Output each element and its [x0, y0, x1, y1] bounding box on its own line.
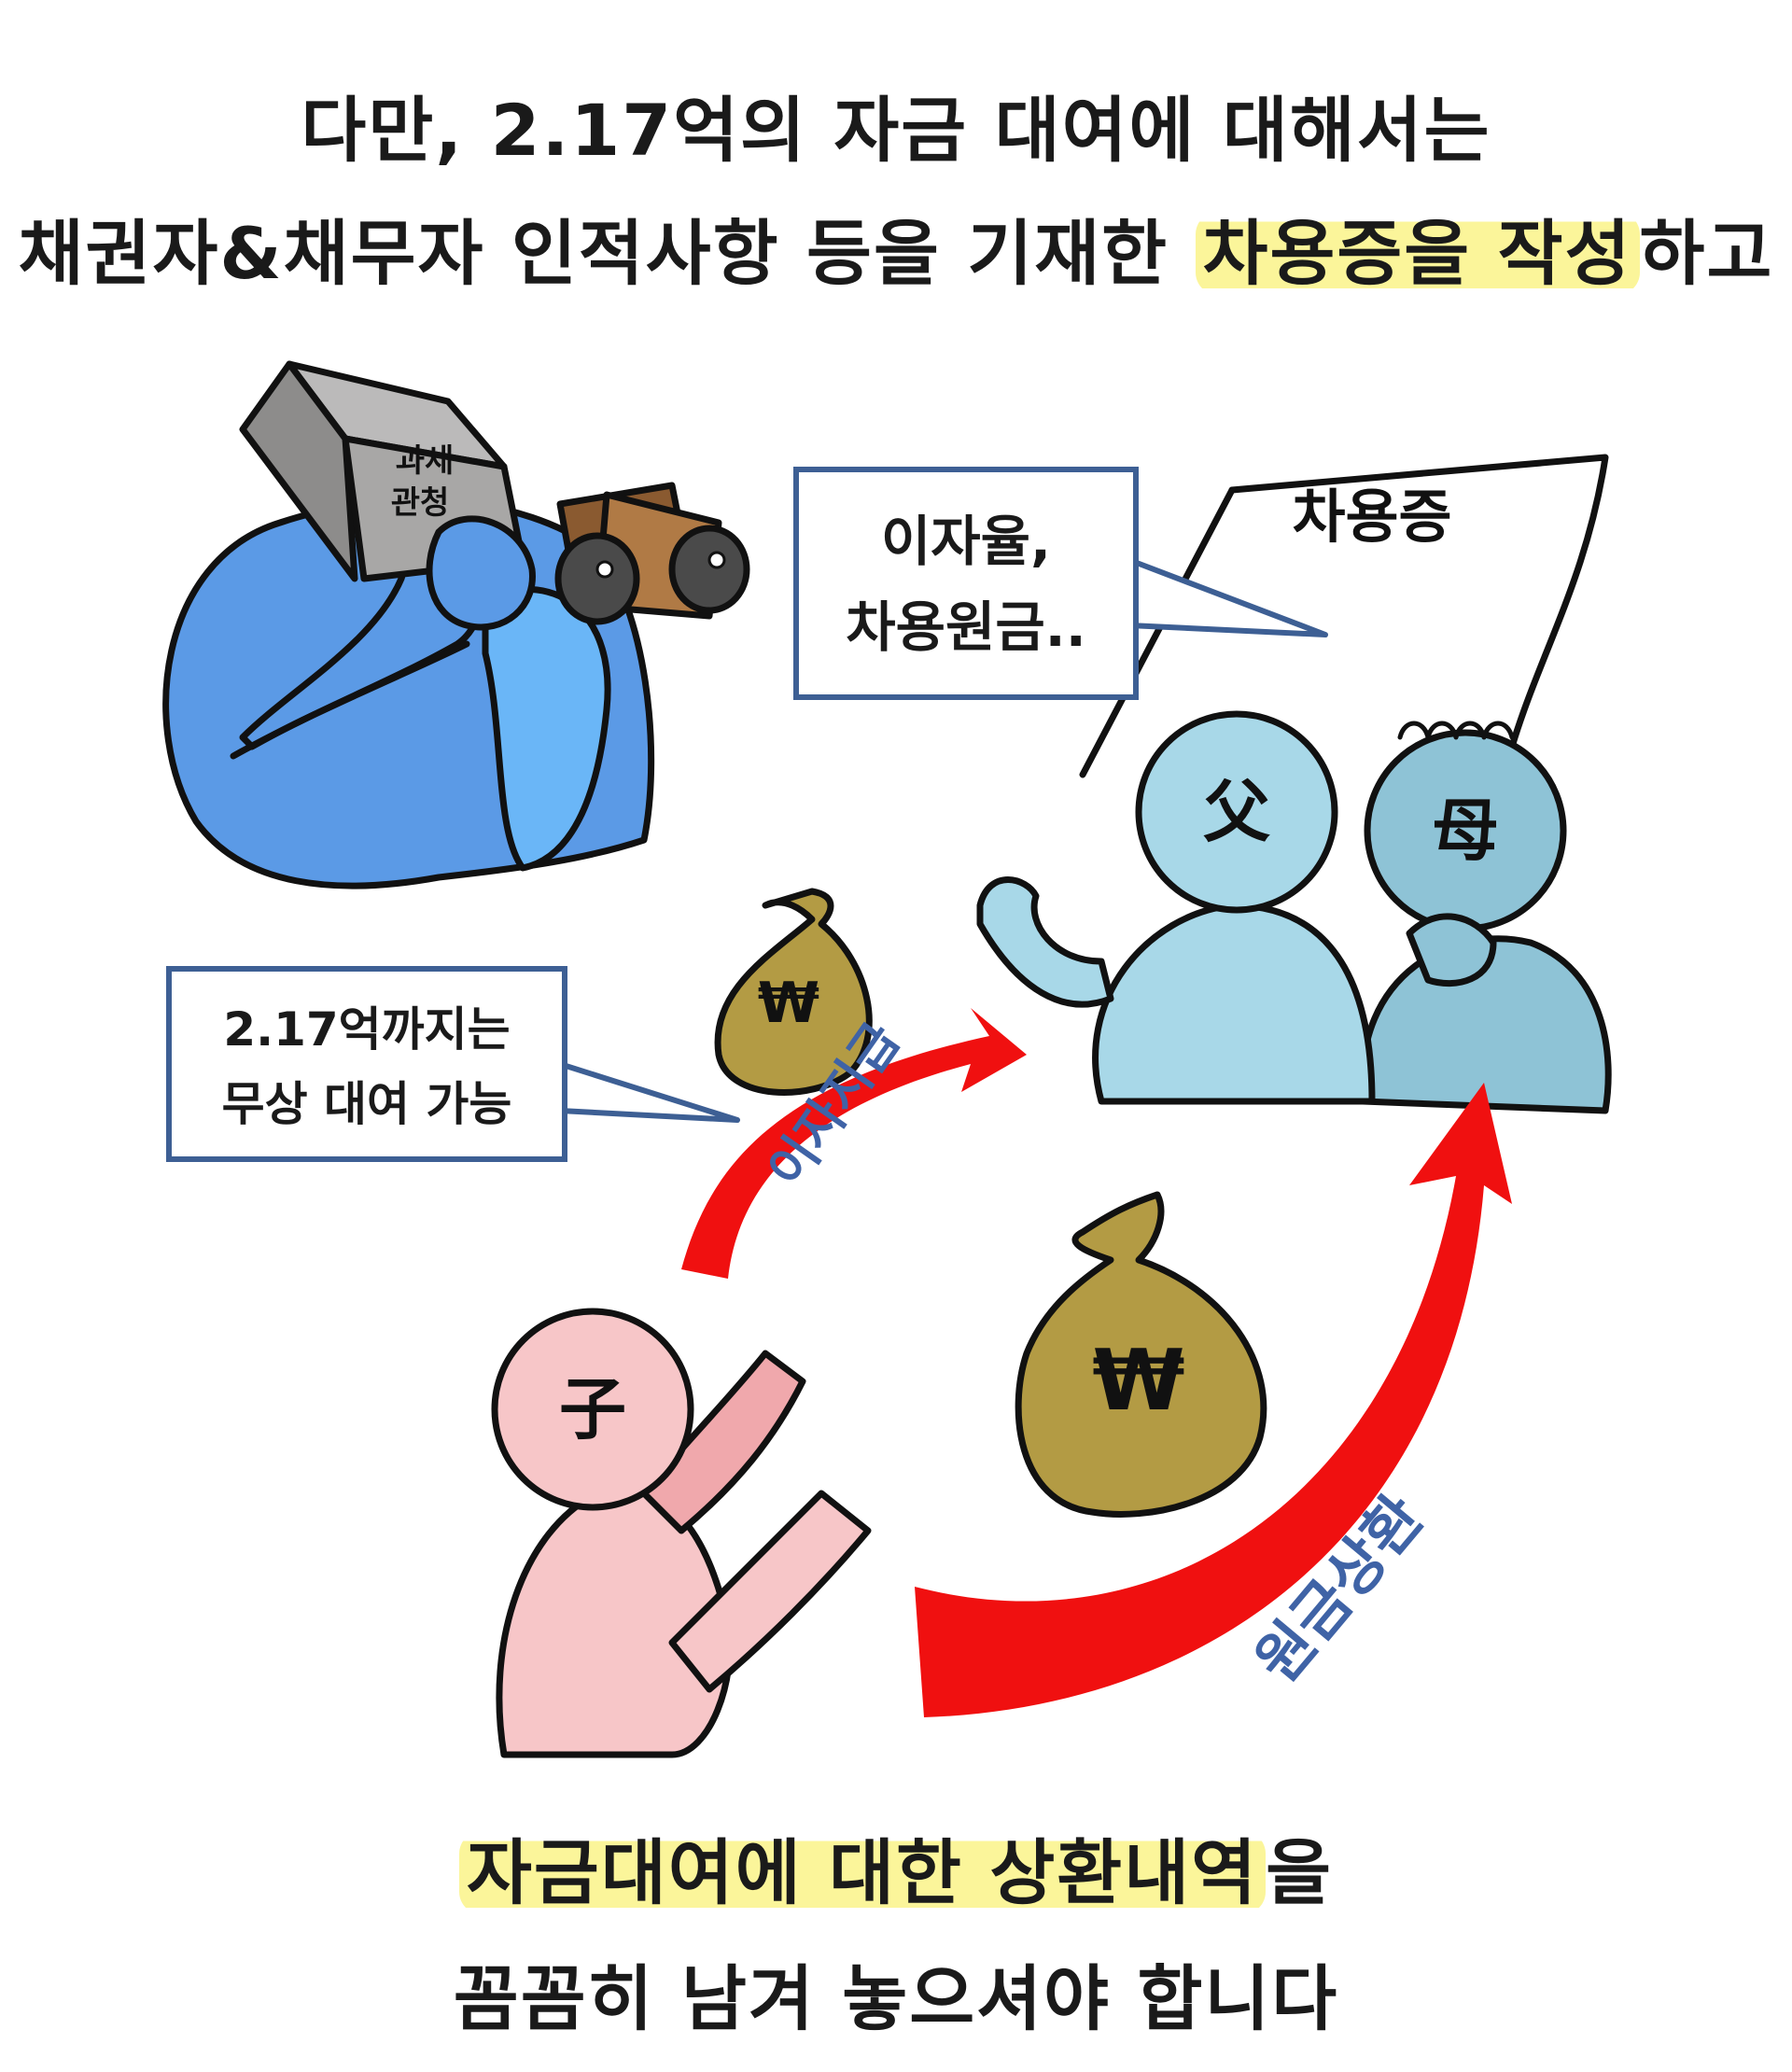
principal-arrow: [915, 1083, 1512, 1717]
interest-bubble-tail: [1127, 557, 1328, 637]
iou-document: [1079, 454, 1609, 778]
father-body: [1092, 902, 1376, 1105]
father-head: [1135, 710, 1338, 914]
caption-highlight-repayment-history: 자금대여에 대한 상환내역: [459, 1831, 1267, 1914]
child-label: 子: [559, 1370, 626, 1449]
mother-label: 母: [1432, 791, 1499, 870]
mother-hand: [1406, 913, 1497, 987]
interest-bubble-line2: 차용원금..: [846, 595, 1086, 659]
parents-figure: [976, 710, 1612, 1114]
caption-top-line2-pre: 채권자&채무자 인적사항 등을 기재한: [18, 212, 1196, 295]
tax-office-figure: [162, 360, 750, 889]
iou-document-title: 차용증: [1292, 483, 1451, 551]
interest-principal-bubble: 이자율, 차용원금..: [793, 467, 1139, 700]
child-head: [491, 1308, 694, 1511]
free-loan-bubble-line1: 2.17억까지는: [223, 1002, 511, 1057]
child-arm-right: [668, 1490, 872, 1693]
mother-body: [1358, 935, 1612, 1114]
binoculars: [554, 482, 750, 625]
tax-box-label-line2: 관청: [391, 484, 450, 522]
free-loan-bubble: 2.17억까지는 무상 대여 가능: [166, 966, 567, 1162]
father-hand: [976, 876, 1114, 1008]
caption-highlight-write-iou: 차용증을 작성: [1195, 212, 1640, 295]
free-loan-bubble-line2: 무상 대여 가능: [221, 1077, 512, 1131]
hand-on-binoculars: [426, 515, 536, 631]
interest-bubble-line1: 이자율,: [880, 510, 1052, 573]
tax-box-label-line1: 과세: [396, 442, 455, 480]
money-bag-small-symbol: ₩: [758, 971, 819, 1036]
money-bag-large-symbol: ₩: [1092, 1332, 1184, 1430]
father-label: 父: [1203, 773, 1270, 851]
caption-top-line2-post: 하고: [1639, 212, 1774, 295]
mother-hair: [1397, 721, 1515, 740]
caption-top-line1: 다만, 2.17억의 자금 대여에 대해서는: [301, 89, 1491, 172]
interest-arrow: [681, 1008, 1027, 1279]
money-bag-small: [714, 888, 873, 1096]
caption-bottom-line1-post: 을: [1266, 1831, 1333, 1914]
free-loan-bubble-tail: [557, 1061, 740, 1123]
child-figure: [491, 1308, 872, 1758]
tax-office-arm-line: [230, 640, 470, 760]
caption-bottom-line2: 꼼꼼히 남겨 놓으셔야 합니다: [453, 1957, 1339, 2040]
money-bag-large: [1015, 1191, 1267, 1518]
